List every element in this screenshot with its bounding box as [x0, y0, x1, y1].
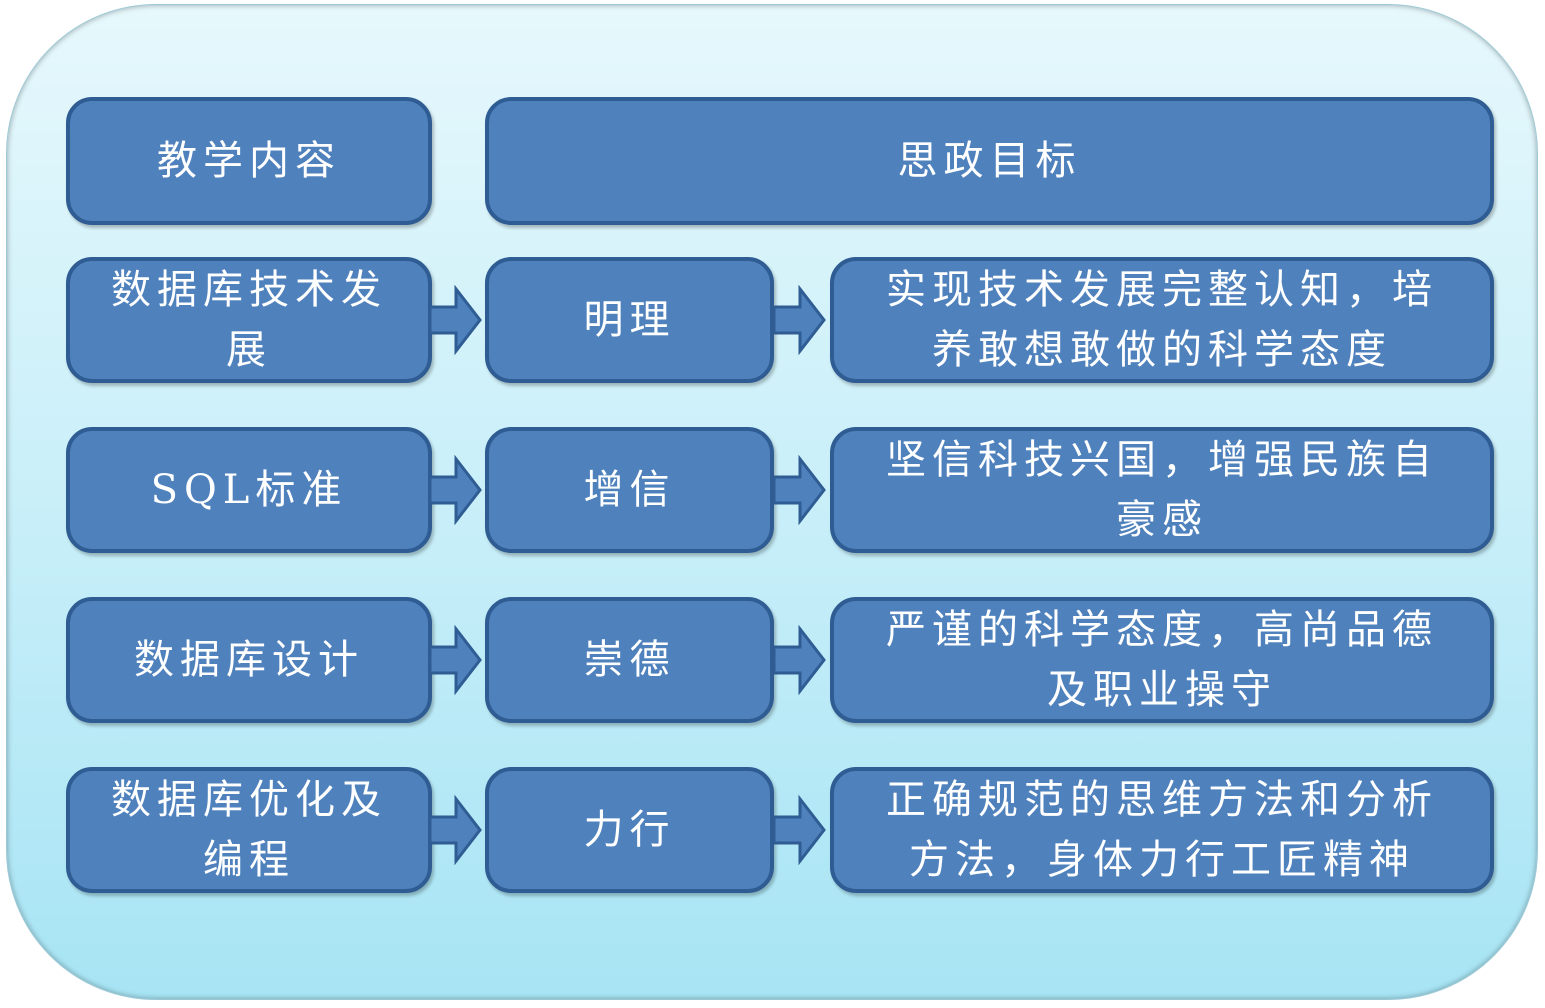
goal-box: 严谨的科学态度，高尚品德及职业操守	[830, 597, 1494, 723]
arrow-right-icon	[428, 454, 482, 526]
arrow-right-icon	[772, 454, 826, 526]
value-box: 崇德	[485, 597, 774, 723]
goal-box: 正确规范的思维方法和分析方法，身体力行工匠精神	[830, 767, 1494, 893]
value-box: 增信	[485, 427, 774, 553]
value-box: 明理	[485, 257, 774, 383]
content-box: 数据库设计	[66, 597, 432, 723]
content-box: 数据库技术发展	[66, 257, 432, 383]
arrow-right-icon	[772, 794, 826, 866]
arrow-right-icon	[428, 284, 482, 356]
arrow-right-icon	[428, 624, 482, 696]
header-teaching-content: 教学内容	[66, 97, 432, 225]
arrow-right-icon	[772, 624, 826, 696]
goal-box: 坚信科技兴国，增强民族自豪感	[830, 427, 1494, 553]
goal-box: 实现技术发展完整认知，培养敢想敢做的科学态度	[830, 257, 1494, 383]
content-box: 数据库优化及编程	[66, 767, 432, 893]
value-box: 力行	[485, 767, 774, 893]
arrow-right-icon	[428, 794, 482, 866]
arrow-right-icon	[772, 284, 826, 356]
content-box: SQL标准	[66, 427, 432, 553]
header-ideological-goal: 思政目标	[485, 97, 1494, 225]
